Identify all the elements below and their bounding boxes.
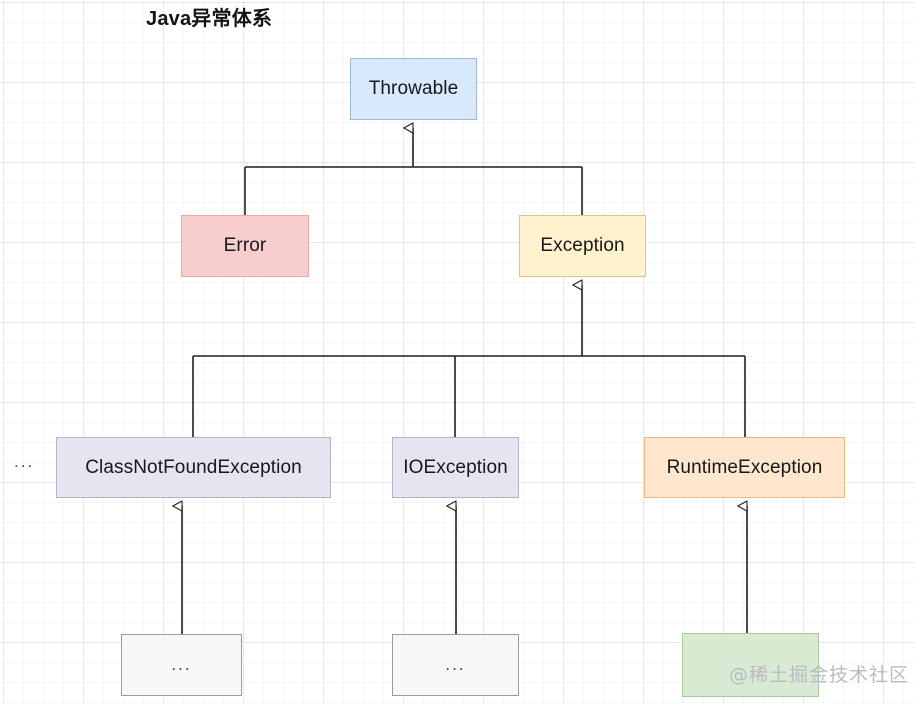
node-class-not-found-exception-child-ellipsis[interactable]: ... [121,634,242,696]
node-runtime-exception-child[interactable] [682,633,819,697]
node-io-exception-child-ellipsis[interactable]: ... [392,634,519,696]
diagram-title: Java异常体系 [146,8,273,30]
node-class-not-found-exception[interactable]: ClassNotFoundException [56,437,331,498]
edge-bus-throwable [245,128,582,168]
left-edge-ellipsis: ... [14,452,35,471]
node-error[interactable]: Error [181,215,309,277]
node-throwable[interactable]: Throwable [350,58,477,120]
node-runtime-exception[interactable]: RuntimeException [644,437,845,498]
edge-bus-exception [193,285,745,357]
node-io-exception[interactable]: IOException [392,437,519,498]
watermark: @稀土掘金技术社区 [729,664,910,686]
node-exception[interactable]: Exception [519,215,646,277]
